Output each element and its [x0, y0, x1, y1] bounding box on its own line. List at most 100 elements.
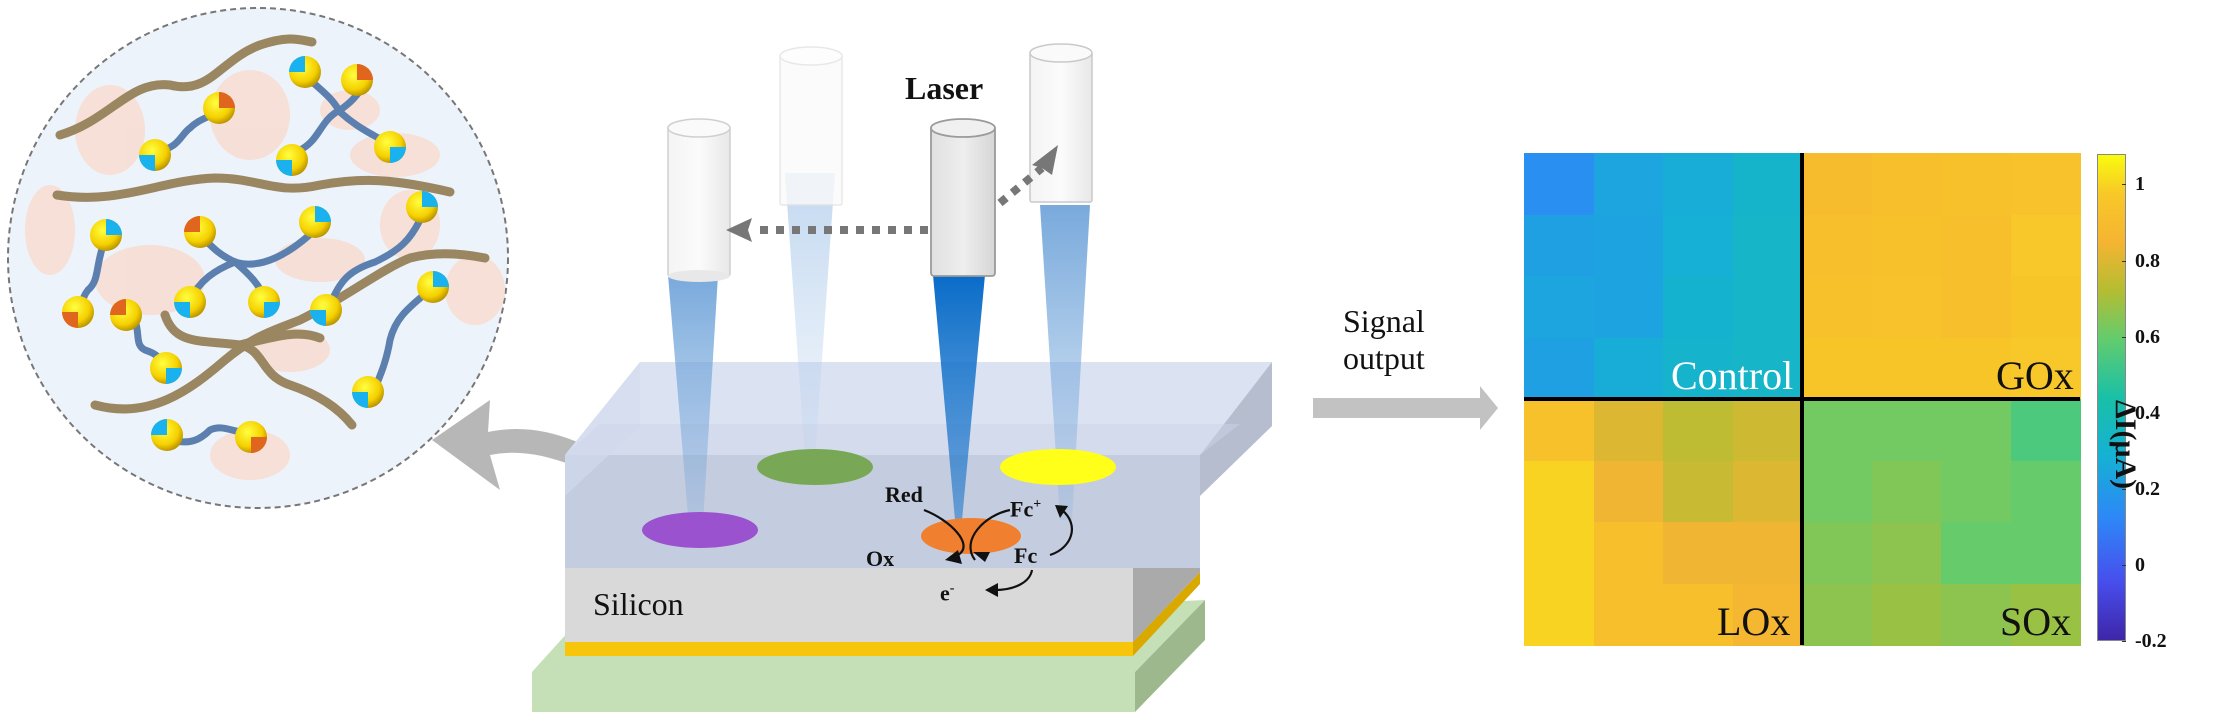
- silicon-block: [565, 496, 1200, 642]
- gold-electrode-layer: [565, 642, 1133, 656]
- heatmap-cell: [1802, 153, 1872, 215]
- fc-plus-sup: +: [1033, 497, 1042, 512]
- signal-arrow-icon: [1313, 386, 1498, 430]
- heatmap-cell: [1941, 214, 2011, 277]
- heatmap-cell: [1593, 583, 1664, 646]
- colorbar-tick-mark: [2122, 564, 2126, 566]
- colorbar-tick-label: 0.6: [2135, 325, 2160, 348]
- reaction-electron-label: e-: [940, 582, 954, 604]
- heatmap-cell: [1732, 399, 1803, 461]
- laser-beam-4: [1040, 205, 1090, 520]
- heatmap-cell: [1732, 276, 1803, 338]
- heatmap-cell: [1663, 583, 1733, 646]
- heatmap-cell: [1871, 522, 1942, 584]
- heatmap-cell: [1524, 399, 1594, 461]
- colorbar-tick-mark: [2122, 488, 2126, 490]
- heatmap: [1524, 153, 2081, 646]
- heatmap-cell: [1663, 337, 1733, 400]
- heatmap-cell: [2010, 153, 2081, 215]
- heatmap-cell: [1732, 583, 1803, 646]
- laser-label: Laser: [905, 70, 984, 106]
- quadrant-label-gox: GOx: [1996, 353, 2074, 398]
- heatmap-cell: [1871, 214, 1942, 277]
- heatmap-cell: [1941, 399, 2011, 461]
- electron-sup: -: [949, 581, 955, 596]
- reaction-fc-label: Fc: [1014, 543, 1038, 568]
- signal-output-label: Signal output: [1343, 303, 1425, 377]
- heatmap-cell: [1871, 153, 1942, 215]
- heatmap-cell: [2010, 399, 2081, 461]
- colorbar-tick-label: 1: [2135, 173, 2145, 196]
- heatmap-cell: [1802, 276, 1872, 338]
- quadrant-label-sox: SOx: [2000, 599, 2072, 644]
- spot-yellow: [1000, 449, 1116, 485]
- fc-plus-text: Fc: [1010, 496, 1034, 522]
- quadrant-divider-horizontal: [1524, 397, 2080, 401]
- arrowheads: [945, 505, 1068, 597]
- heatmap-cell: [1663, 214, 1733, 277]
- laser-cylinder-icon-active: [930, 118, 996, 277]
- heatmap-cell: [1802, 337, 1872, 400]
- heatmap-cell: [2010, 214, 2081, 277]
- heatmap-cell: [1593, 276, 1664, 338]
- signal-label-line2: output: [1343, 339, 1425, 376]
- laser-beam-2: [785, 173, 835, 460]
- spot-orange: [921, 518, 1021, 554]
- heatmap-cell: [1802, 522, 1872, 584]
- heatmap-cell: [1871, 337, 1942, 400]
- heatmap-cell: [1524, 522, 1594, 584]
- heatmap-cell: [1524, 214, 1594, 277]
- colorbar-tick-label: 0.8: [2135, 249, 2160, 272]
- colorbar-tick-label: 0.4: [2135, 401, 2160, 424]
- colorbar-tick-mark: [2122, 641, 2126, 642]
- heatmap-cell: [2010, 337, 2081, 400]
- heatmap-cell: [1524, 276, 1594, 338]
- colorbar-tick-label: -0.2: [2135, 630, 2167, 652]
- heatmap-cell: [1663, 399, 1733, 461]
- heatmap-cell: [1871, 276, 1942, 338]
- colorbar-tick-label: 0: [2135, 553, 2145, 576]
- heatmap-cell: [1941, 460, 2011, 523]
- dotted-arrow-icon: [997, 145, 1058, 207]
- colorbar: [2097, 154, 2126, 641]
- laser-beam-3: [933, 275, 985, 520]
- reaction-fc-plus-label: Fc+: [1010, 498, 1041, 520]
- heatmap-cell: [1871, 399, 1942, 461]
- heatmap-cell: [1663, 522, 1733, 584]
- gold-electrode-side: [1133, 572, 1200, 656]
- heatmap-cell: [1802, 583, 1872, 646]
- dotted-arrow-icon: [726, 218, 928, 242]
- substrate-label: Silicon: [593, 586, 684, 622]
- heatmap-cell: [1593, 337, 1664, 400]
- heatmap-cell: [1871, 583, 1942, 646]
- quadrant-label-lox: LOx: [1717, 599, 1791, 644]
- heatmap-cell: [1663, 460, 1733, 523]
- heatmap-cell: [1941, 337, 2011, 400]
- heatmap-cell: [1524, 337, 1594, 400]
- heatmap-cell: [1524, 460, 1594, 523]
- heatmap-cell: [1941, 522, 2011, 584]
- laser-beam-1: [668, 275, 718, 540]
- heatmap-cell: [1802, 214, 1872, 277]
- heatmap-cell: [1593, 399, 1664, 461]
- heatmap-cell: [1593, 214, 1664, 277]
- heatmap-cell: [1524, 583, 1594, 646]
- heatmap-cell: [1941, 153, 2011, 215]
- heatmap-cell: [1732, 337, 1803, 400]
- laser-beams: [668, 173, 1090, 540]
- heatmap-cell: [1941, 583, 2011, 646]
- heatmap-cell: [1732, 214, 1803, 277]
- heatmap-cell: [2010, 460, 2081, 523]
- heatmap-cell: [1802, 460, 1872, 523]
- spot-green: [757, 449, 873, 485]
- colorbar-tick-label: 0.2: [2135, 477, 2160, 500]
- electron-text: e: [940, 580, 950, 606]
- heatmap-cell: [1871, 460, 1942, 523]
- reaction-red-label: Red: [885, 482, 923, 507]
- heatmap-cell: [2010, 583, 2081, 646]
- heatmap-cell: [1732, 522, 1803, 584]
- heatmap-cell: [1524, 153, 1594, 215]
- laser-cylinder-icon: [667, 118, 731, 282]
- heatmap-cell: [2010, 522, 2081, 584]
- colorbar-tick-mark: [2122, 336, 2126, 338]
